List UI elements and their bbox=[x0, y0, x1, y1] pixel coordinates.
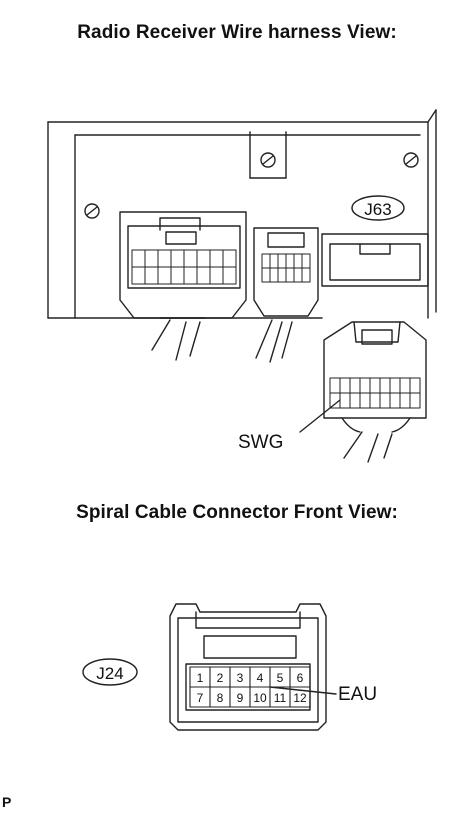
pin-number: 7 bbox=[197, 691, 204, 705]
pin-number: 10 bbox=[253, 691, 267, 705]
pin-grid bbox=[189, 666, 311, 708]
mounting-screw-icon bbox=[84, 203, 100, 219]
mounting-screw-icon bbox=[403, 152, 419, 168]
swg-label: SWG bbox=[238, 432, 283, 453]
eau-label: EAU bbox=[338, 684, 377, 705]
pin-number: 9 bbox=[237, 691, 244, 705]
mounting-screw-icon bbox=[260, 152, 276, 168]
j63-port bbox=[321, 233, 429, 287]
swg-callout-line bbox=[299, 399, 341, 433]
pin-number: 6 bbox=[297, 671, 304, 685]
j63-label-bubble bbox=[351, 195, 405, 221]
pin-number: 3 bbox=[237, 671, 244, 685]
pin-number: 5 bbox=[277, 671, 284, 685]
corner-mark: P bbox=[2, 794, 12, 810]
spiral-cable-view-title: Spiral Cable Connector Front View: bbox=[76, 502, 398, 523]
pin-number: 11 bbox=[274, 691, 287, 705]
radio-middle-connector bbox=[253, 227, 319, 363]
pin-number: 4 bbox=[257, 671, 264, 685]
radio-receiver-view-title: Radio Receiver Wire harness View: bbox=[77, 22, 397, 43]
pin-number: 8 bbox=[217, 691, 224, 705]
pin-number: 2 bbox=[217, 671, 224, 685]
j24-label: J24 bbox=[96, 664, 123, 683]
swg-connector bbox=[323, 321, 427, 463]
radio-left-connector bbox=[119, 211, 247, 361]
j63-label: J63 bbox=[364, 200, 391, 219]
pin-number: 1 bbox=[197, 671, 204, 685]
pin-number: 12 bbox=[293, 691, 307, 705]
j24-label-bubble bbox=[82, 658, 138, 686]
housing-bracket bbox=[249, 131, 287, 179]
eau-callout-line bbox=[269, 686, 337, 695]
